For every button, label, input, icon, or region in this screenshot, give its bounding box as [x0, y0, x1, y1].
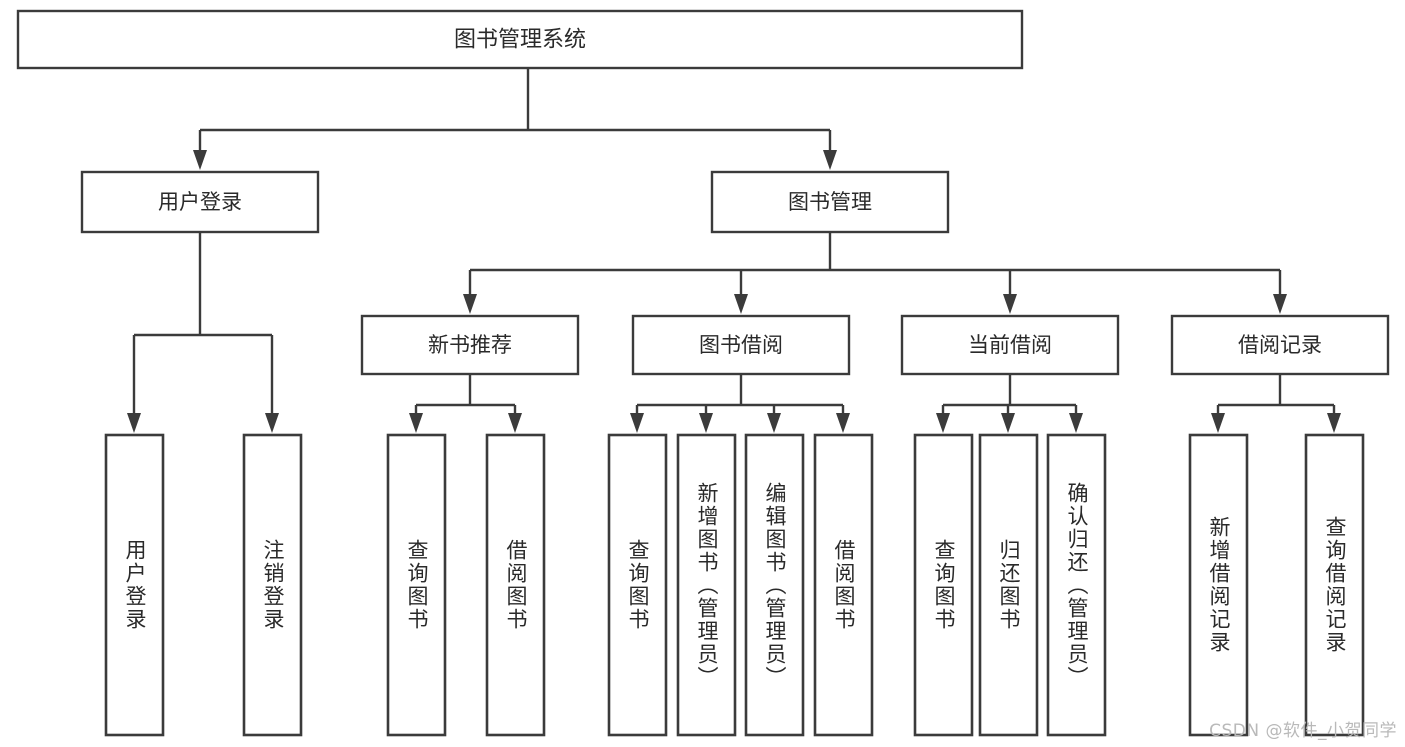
node-leaf-query-record[interactable]: [1304, 433, 1365, 737]
node-book-manage[interactable]: [710, 170, 950, 234]
arrow-head-icon: [734, 294, 748, 314]
arrow-head-icon: [1273, 294, 1287, 314]
arrow-head-icon: [1069, 413, 1083, 433]
connector-record-to-leaves: [1211, 374, 1341, 433]
arrow-head-icon: [767, 413, 781, 433]
connector-borrow-to-leaves: [630, 374, 850, 433]
node-leaf-edit-book[interactable]: [744, 433, 805, 737]
node-leaf-borrow-book-2[interactable]: [813, 433, 874, 737]
node-new-book-recommend-label: 新书推荐: [428, 333, 512, 357]
node-book-borrow-label: 图书借阅: [699, 333, 783, 357]
connectors-layer: [127, 68, 1341, 433]
node-borrow-record-label: 借阅记录: [1238, 333, 1322, 357]
arrow-head-icon: [630, 413, 644, 433]
node-leaf-query-book-2[interactable]: [607, 433, 668, 737]
node-leaf-logout[interactable]: [242, 433, 303, 737]
node-root-title[interactable]: [16, 9, 1024, 70]
arrow-head-icon: [823, 150, 837, 170]
arrow-head-icon: [1211, 413, 1225, 433]
watermark-text: CSDN @软件_小贺同学: [1209, 721, 1397, 741]
node-user-login[interactable]: [80, 170, 320, 234]
node-borrow-record[interactable]: [1170, 314, 1390, 376]
arrow-head-icon: [936, 413, 950, 433]
arrow-head-icon: [836, 413, 850, 433]
connector-current-to-leaves: [936, 374, 1083, 433]
arrow-head-icon: [127, 413, 141, 433]
connector-book-manage-to-level3: [463, 232, 1287, 314]
node-leaf-query-book-1[interactable]: [386, 433, 447, 737]
node-book-manage-label: 图书管理: [788, 190, 872, 214]
arrow-head-icon: [463, 294, 477, 314]
arrow-head-icon: [508, 413, 522, 433]
node-leaf-borrow-book-1[interactable]: [485, 433, 546, 737]
node-leaf-user-login[interactable]: [104, 433, 165, 737]
node-current-borrow-label: 当前借阅: [968, 333, 1052, 357]
arrow-head-icon: [1003, 294, 1017, 314]
node-root-title-label: 图书管理系统: [454, 28, 586, 53]
node-current-borrow[interactable]: [900, 314, 1120, 376]
connector-user-login-to-leaves: [127, 232, 279, 433]
node-book-borrow[interactable]: [631, 314, 851, 376]
arrow-head-icon: [1001, 413, 1015, 433]
boxes-layer: [16, 9, 1390, 737]
node-leaf-add-record[interactable]: [1188, 433, 1249, 737]
node-new-book-recommend[interactable]: [360, 314, 580, 376]
arrow-head-icon: [265, 413, 279, 433]
node-leaf-add-book[interactable]: [676, 433, 737, 737]
node-user-login-label: 用户登录: [158, 190, 242, 214]
arrow-head-icon: [193, 150, 207, 170]
arrow-head-icon: [409, 413, 423, 433]
arrow-head-icon: [699, 413, 713, 433]
connector-root-to-level2: [193, 68, 837, 170]
arrow-head-icon: [1327, 413, 1341, 433]
node-leaf-return-book[interactable]: [978, 433, 1039, 737]
connector-recommend-to-leaves: [409, 374, 522, 433]
node-leaf-confirm-return[interactable]: [1046, 433, 1107, 737]
node-leaf-query-book-3[interactable]: [913, 433, 974, 737]
